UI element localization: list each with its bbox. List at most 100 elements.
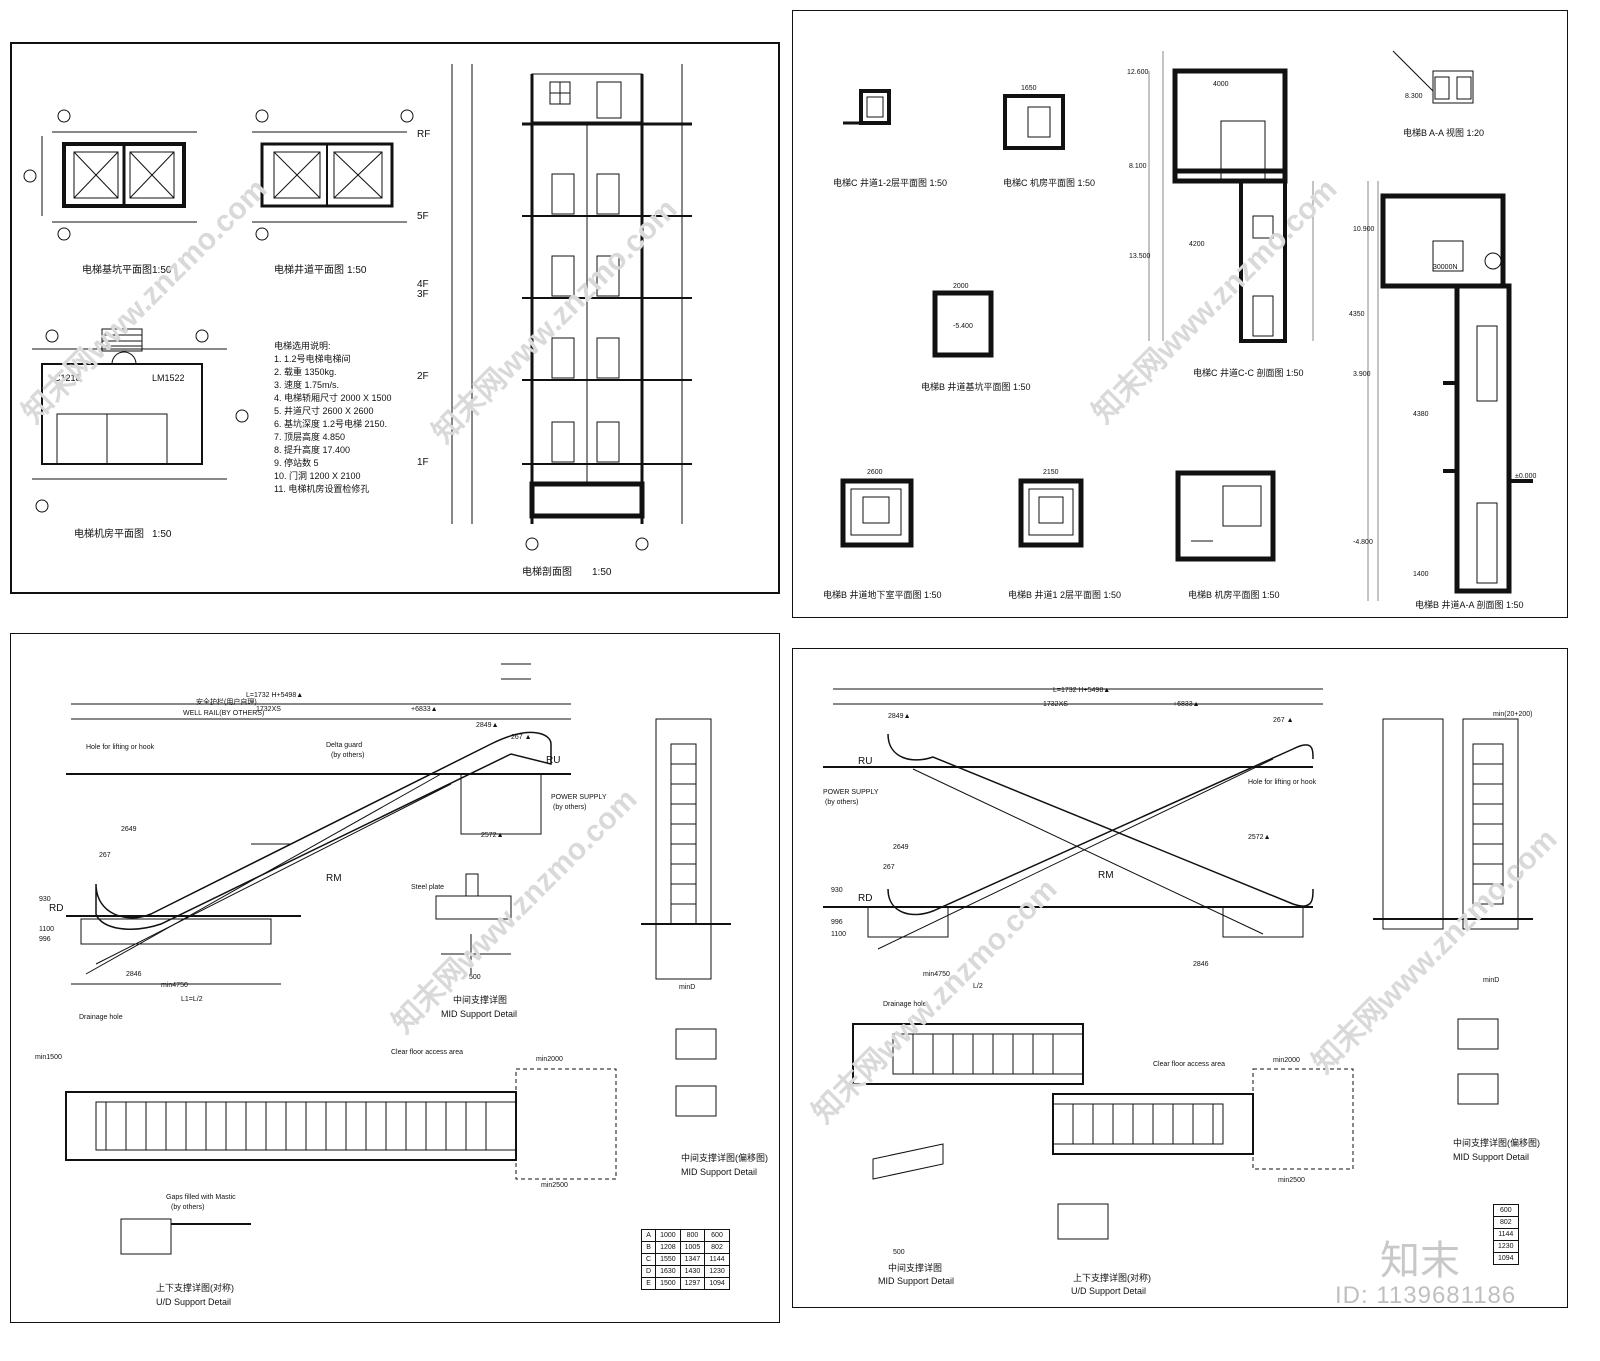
- label-rm: RM: [326, 873, 342, 884]
- mid-support-title-cn-b: 中间支撑详图: [888, 1263, 943, 1273]
- table-cell: 1144: [1493, 1228, 1519, 1241]
- c-section-title: 电梯C 井道C-C 剖面图 1:50: [1193, 368, 1304, 378]
- mid-offset-title-cn: 中间支撑详图(偏移图): [681, 1153, 768, 1163]
- table-cell: 1297: [679, 1277, 706, 1290]
- ud-support-title-en-b: U/D Support Detail: [1071, 1286, 1147, 1296]
- table-cell: 1550: [655, 1253, 681, 1266]
- table-cell: 802: [704, 1241, 730, 1254]
- note-line: 4. 电梯轿厢尺寸 2000 X 1500: [274, 393, 392, 403]
- label-power-supply-b: POWER SUPPLY: [823, 789, 879, 796]
- label-delta-guard: Delta guard: [326, 742, 363, 749]
- dim-267: 267 ▲: [511, 734, 532, 741]
- dim-label: 4380: [1413, 411, 1429, 418]
- dim-930-b: 930: [831, 887, 843, 894]
- label-clear-floor-b: Clear floor access area: [1153, 1061, 1225, 1068]
- table-row: 1144: [1493, 1228, 1519, 1241]
- dim-996: 996: [39, 936, 51, 943]
- dim-label: 30000N: [1433, 264, 1458, 271]
- table-cell: 1094: [1493, 1252, 1519, 1265]
- dim-min4750: min4750: [161, 982, 188, 989]
- dim-length: L=1732 H+5498▲: [246, 692, 304, 699]
- dim-1732xs-b: 1732XS: [1043, 701, 1068, 708]
- note-line: 7. 顶层高度 4.850: [274, 432, 346, 442]
- machine-room-scale: 1:50: [152, 529, 172, 540]
- drawing-sheet-elevator-2: 电梯C 井道1-2层平面图 1:50 电梯C 机房平面图 1:50 电梯C 井道…: [792, 10, 1568, 618]
- dim-1100-b: 1100: [831, 931, 847, 938]
- mid-support-title-en: MID Support Detail: [441, 1009, 518, 1019]
- note-line: 5. 井道尺寸 2600 X 2600: [274, 406, 374, 416]
- ud-support-title-cn: 上下支撑详图(对称): [156, 1283, 234, 1293]
- table-cell: 1005: [679, 1241, 706, 1254]
- dim-1732xs: 1732XS: [256, 706, 281, 713]
- table-cell: 802: [1493, 1216, 1519, 1229]
- b-floor-plan-title: 电梯B 井道1 2层平面图 1:50: [1008, 590, 1122, 600]
- escalator-dimension-table-b: 600 802 1144 1230 1094: [1493, 1204, 1519, 1265]
- table-row: 600: [1493, 1204, 1519, 1217]
- floor-label-3f: 3F: [417, 289, 429, 300]
- shaft-plan-title: 电梯井道平面图: [274, 265, 344, 276]
- mid-offset-title-cn-b: 中间支撑详图(偏移图): [1453, 1138, 1540, 1148]
- escalator-linework: [65, 663, 731, 1255]
- dim-1100: 1100: [39, 926, 55, 933]
- label-rd: RD: [49, 903, 64, 914]
- floor-label-1f: 1F: [417, 457, 429, 468]
- label-by-others: (by others): [331, 752, 365, 759]
- brand-id: ID: 1139681186: [1335, 1282, 1517, 1309]
- label-ru-b: RU: [858, 756, 873, 767]
- brand-logo: 知末: [1380, 1238, 1460, 1284]
- drawing-sheet-elevator-1: 电梯基坑平面图 1:50 电梯井道平面图 1:50 电梯机房平面图 1:50 C…: [10, 42, 780, 594]
- label-power-supply: POWER SUPPLY: [551, 794, 607, 801]
- shaft-plan-scale: 1:50: [347, 265, 367, 276]
- level-label: 10.900: [1353, 226, 1375, 233]
- dim-label: 2000: [953, 283, 969, 290]
- dim-min2500-b: min2500: [1278, 1177, 1305, 1184]
- dim-500: 500: [469, 974, 481, 981]
- door-label-c1218: C1218: [54, 373, 81, 383]
- label-clear-floor: Clear floor access area: [391, 1049, 463, 1056]
- dim-996-b: 996: [831, 919, 843, 926]
- level-label: 8.100: [1129, 163, 1147, 170]
- mid-offset-title-en: MID Support Detail: [681, 1167, 758, 1177]
- pit-plan-title: 电梯基坑平面图: [82, 265, 152, 276]
- table-cell: 1630: [655, 1265, 681, 1278]
- dim-mind: minD: [679, 984, 696, 991]
- table-cell: 600: [1493, 1204, 1519, 1217]
- level-label: -5.400: [953, 323, 973, 330]
- label-rm-b: RM: [1098, 870, 1114, 881]
- pit-plan-scale: 1:50: [152, 265, 172, 276]
- table-cell: 600: [704, 1229, 730, 1242]
- note-line: 11. 电梯机房设置检修孔: [274, 484, 370, 494]
- b-basement-plan-title: 电梯B 井道地下室平面图 1:50: [823, 590, 942, 600]
- label-drainage-b: Drainage hole: [883, 1001, 927, 1008]
- level-label: 13.500: [1129, 253, 1151, 260]
- dim-mind-b: minD: [1483, 977, 1500, 984]
- dim-label: 4200: [1189, 241, 1205, 248]
- dim-6833-b: +6833▲: [1173, 701, 1200, 708]
- table-cell: 1094: [704, 1277, 730, 1290]
- dim-6833: +6833▲: [411, 706, 438, 713]
- drawing-sheet-escalator-1: L=1732 H+5498▲ 1732XS +6833▲ 2849▲ 267 ▲…: [10, 633, 780, 1323]
- dim-min20-200: min(20+200): [1493, 711, 1533, 718]
- table-cell: 1230: [1493, 1240, 1519, 1253]
- dim-930: 930: [39, 896, 51, 903]
- section-scale: 1:50: [592, 567, 612, 578]
- level-label: 3.900: [1353, 371, 1371, 378]
- table-cell: 1144: [704, 1253, 730, 1266]
- b-aa-view-title: 电梯B A-A 视图 1:20: [1403, 128, 1485, 138]
- c-machine-room-title: 电梯C 机房平面图 1:50: [1003, 178, 1096, 188]
- label-hole-lifting: Hole for lifting or hook: [86, 744, 155, 751]
- dim-2849: 2849▲: [476, 722, 499, 729]
- mid-support-title-en-b: MID Support Detail: [878, 1276, 955, 1286]
- note-line: 8. 提升高度 17.400: [274, 445, 351, 455]
- b-section-title: 电梯B 井道A-A 剖面图 1:50: [1415, 600, 1524, 610]
- dim-2849-b: 2849▲: [888, 713, 911, 720]
- floor-label-4f: 4F: [417, 279, 429, 290]
- note-line: 电梯选用说明:: [274, 341, 331, 351]
- dim-label: 1650: [1021, 85, 1037, 92]
